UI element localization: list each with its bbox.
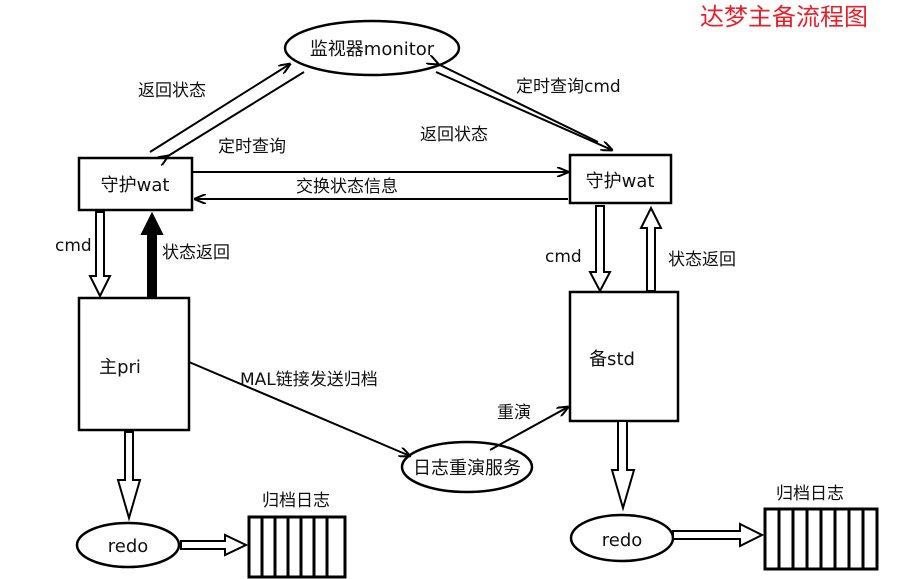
watcher-left-node: 守护wat [77, 156, 194, 212]
edge-redo-archive-right [672, 522, 765, 548]
redo-left-node: redo [75, 521, 181, 569]
label-return-status-right: 返回状态 [420, 125, 488, 145]
monitor-label: 监视器monitor [310, 39, 435, 60]
archive-left-node: 归档日志 [247, 491, 347, 579]
replay-service-label: 日志重演服务 [413, 458, 521, 479]
archive-left-label: 归档日志 [262, 491, 330, 511]
label-cmd-right: cmd [545, 247, 582, 267]
label-mal-send-archive: MAL链接发送归档 [240, 370, 378, 390]
label-status-return-right: 状态返回 [668, 250, 736, 270]
edge-redo-archive-left [180, 533, 249, 557]
edge-monitor-right-watcher [436, 64, 612, 150]
edge-right-watcher-standby [588, 205, 663, 294]
standby-label: 备std [589, 349, 635, 370]
edge-watchers-exchange [193, 172, 568, 199]
label-timed-query: 定时查询 [218, 137, 286, 157]
edge-left-watcher-monitor [149, 64, 305, 156]
primary-node: 主pri [77, 296, 191, 432]
label-cmd-left: cmd [55, 236, 92, 256]
redo-left-label: redo [108, 536, 149, 557]
label-replay: 重演 [497, 403, 531, 423]
monitor-node: 监视器monitor [283, 19, 461, 77]
redo-right-node: redo [569, 513, 675, 563]
edge-left-watcher-primary [88, 211, 164, 299]
primary-label: 主pri [99, 357, 141, 378]
edge-primary-redo [116, 431, 142, 522]
archive-right-node: 归档日志 [763, 484, 879, 571]
watcher-right-node: 守护wat [568, 153, 673, 205]
label-status-return-left: 状态返回 [162, 243, 230, 263]
standby-node: 备std [568, 290, 680, 423]
diagram-title: 达梦主备流程图 [700, 3, 868, 31]
archive-right-label: 归档日志 [776, 484, 844, 504]
edge-standby-redo [610, 420, 636, 512]
label-exchange-status: 交换状态信息 [296, 177, 398, 197]
label-timed-query-cmd: 定时查询cmd [516, 77, 621, 97]
label-return-status-left: 返回状态 [138, 81, 206, 101]
watcher-left-label: 守护wat [101, 175, 170, 196]
edge-primary-replay-standby [188, 361, 568, 456]
watcher-right-label: 守护wat [586, 171, 655, 192]
replay-service-node: 日志重演服务 [400, 440, 534, 494]
redo-right-label: redo [602, 530, 643, 551]
